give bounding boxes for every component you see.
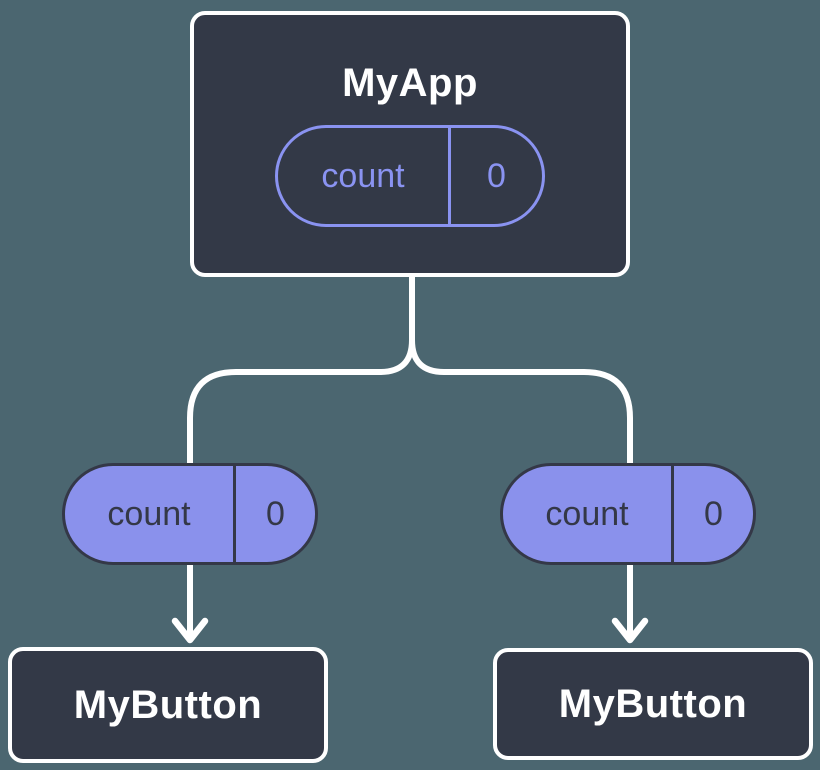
prop-pill-divider — [448, 128, 451, 224]
connector-branch-right — [409, 337, 633, 640]
component-title: MyButton — [73, 683, 263, 727]
prop-pill-divider — [671, 466, 674, 562]
prop-value: 0 — [266, 494, 285, 533]
prop-name: count — [321, 156, 405, 195]
component-title: MyButton — [558, 682, 748, 726]
prop-value: 0 — [704, 494, 723, 533]
prop-name: count — [545, 494, 629, 533]
prop-value: 0 — [487, 156, 506, 195]
prop-pill-left: count 0 — [62, 463, 318, 565]
connector-branch-left — [187, 337, 415, 640]
component-title: MyApp — [342, 61, 478, 105]
prop-pill-divider — [233, 466, 236, 562]
prop-pill-right: count 0 — [500, 463, 756, 565]
prop-name: count — [107, 494, 191, 533]
arrowhead-right-icon — [611, 617, 649, 644]
arrowhead-left-icon — [171, 617, 209, 644]
prop-pill-root: count 0 — [275, 125, 545, 227]
component-node-myapp: MyApp count 0 — [190, 11, 630, 277]
component-node-mybutton-right: MyButton — [493, 648, 813, 760]
component-node-mybutton-left: MyButton — [8, 647, 328, 763]
